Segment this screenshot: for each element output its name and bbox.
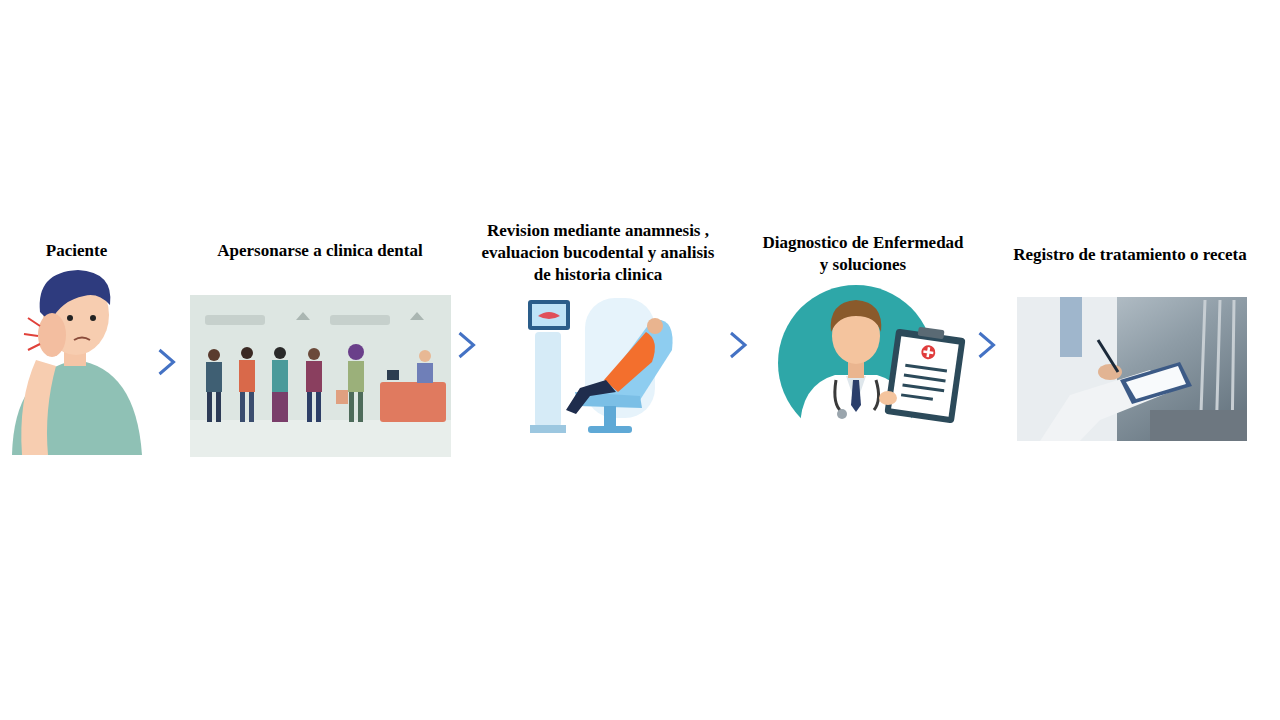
leg [249, 392, 254, 422]
chevron-arrow [731, 333, 745, 357]
paper [891, 336, 959, 416]
patient-head [647, 318, 663, 334]
photo-bg [1017, 297, 1247, 441]
paper [1126, 366, 1186, 399]
lines [901, 365, 947, 401]
clipboard [884, 329, 965, 424]
chair-post [604, 406, 616, 428]
process-step: Revision mediante anamnesis , evaluacion… [478, 220, 718, 434]
process-step: Diagnostico de Enfermedad y soluciones [758, 232, 968, 444]
hair [831, 300, 882, 332]
skirt [272, 392, 288, 422]
body [239, 360, 255, 392]
body [206, 362, 222, 392]
queue-people [206, 344, 364, 422]
process-step: Apersonarse a clinica dental [185, 240, 455, 458]
step-heading: Registro de tratamiento o receta [1005, 244, 1255, 266]
reception-desk [380, 382, 446, 422]
hand [38, 313, 66, 357]
hand [879, 391, 897, 405]
paper-lines [901, 342, 950, 400]
chevron-arrow [980, 333, 994, 357]
patient-shirt [604, 332, 655, 392]
teeth-image [538, 312, 560, 319]
body [348, 361, 364, 392]
mouth [74, 338, 90, 341]
stethoscope-head [837, 409, 847, 419]
red-cross-bg [920, 344, 936, 360]
shirt [1060, 297, 1082, 357]
leg [216, 392, 221, 422]
leg [240, 392, 245, 422]
lamps [296, 312, 424, 320]
floor [190, 420, 451, 457]
ceiling-panel [205, 315, 265, 325]
eye [90, 315, 96, 321]
connector-line [968, 344, 1005, 346]
pain-lines [24, 318, 40, 350]
connector-line [148, 361, 185, 363]
eye [67, 315, 73, 321]
clinic-bg [190, 295, 451, 457]
head [274, 347, 286, 359]
monitor [528, 300, 570, 330]
process-step: Registro de tratamiento o receta [1005, 244, 1255, 442]
flow-connector [968, 333, 1005, 357]
clipboard [1120, 362, 1192, 404]
head [308, 348, 320, 360]
monitor [387, 370, 399, 380]
hand [1098, 364, 1122, 380]
leg [307, 392, 312, 422]
lap [1150, 410, 1247, 441]
pen [1098, 340, 1118, 372]
stethoscope [835, 380, 879, 412]
step-heading: Diagnostico de Enfermedad y soluciones [758, 232, 968, 276]
tie [851, 380, 861, 412]
body [306, 361, 322, 392]
dental-chair-scene [528, 298, 673, 433]
process-step: Paciente [5, 240, 148, 456]
chevron-arrow [160, 350, 174, 374]
clinic-scene [190, 295, 451, 457]
patient-legs [566, 380, 616, 414]
unit-base [530, 425, 566, 433]
chair-base [588, 426, 632, 433]
patient-figure [12, 270, 142, 455]
receptionist [417, 363, 433, 383]
chevron-arrow [460, 333, 474, 357]
step-heading: Apersonarse a clinica dental [185, 240, 455, 262]
clip [918, 327, 945, 340]
connector-line [718, 344, 758, 346]
arm [21, 360, 56, 455]
head [348, 344, 364, 360]
head [208, 349, 220, 361]
step-heading: Revision mediante anamnesis , evaluacion… [478, 220, 718, 286]
leg [316, 392, 321, 422]
screen [532, 304, 566, 326]
flow-connector [148, 350, 185, 374]
doctor-icon [778, 285, 966, 442]
shirt [12, 360, 142, 455]
leg [349, 392, 354, 422]
leg [358, 392, 363, 422]
bag [336, 390, 348, 404]
body [272, 360, 288, 392]
receptionist-head [419, 350, 431, 362]
ceiling-panel [330, 315, 390, 325]
leg [207, 392, 212, 422]
step-heading: Paciente [5, 240, 148, 262]
photo-writing [1017, 297, 1247, 441]
red-cross [923, 347, 934, 358]
head [241, 347, 253, 359]
flow-connector [718, 333, 758, 357]
unit-stand [535, 332, 561, 427]
flow-connector [455, 333, 478, 357]
